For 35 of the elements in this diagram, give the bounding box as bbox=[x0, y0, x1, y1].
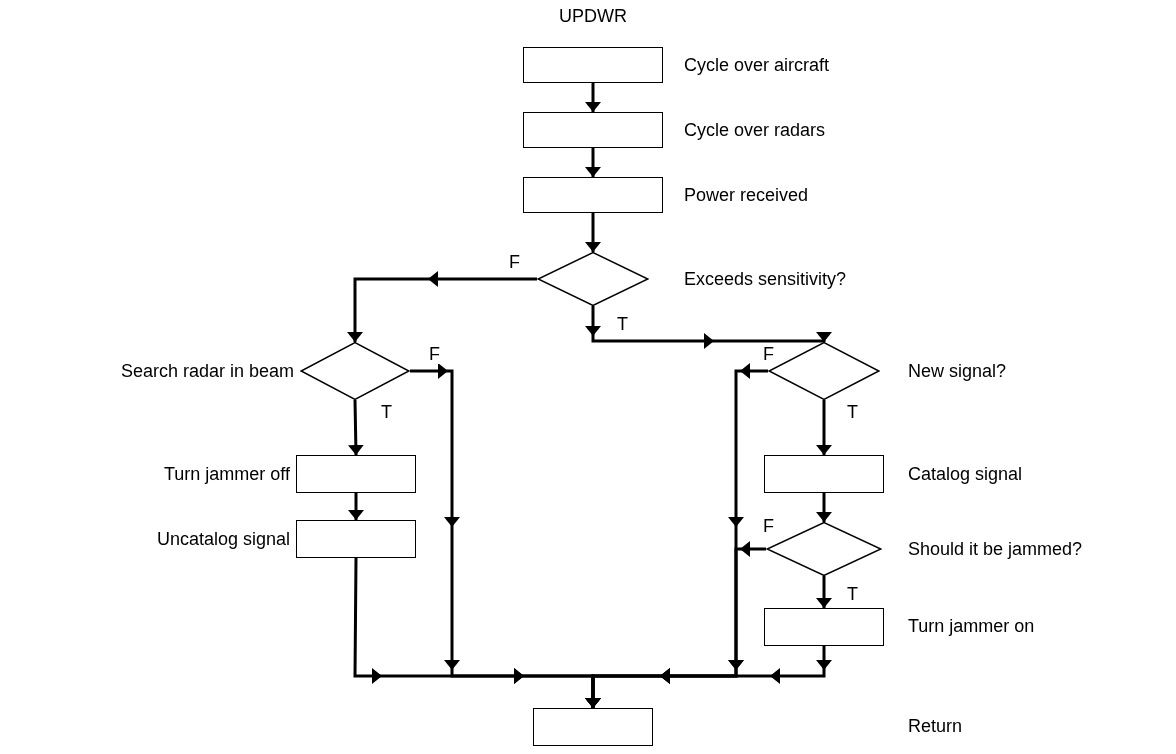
decision-diamond bbox=[537, 252, 649, 306]
process-box bbox=[533, 708, 653, 746]
step-label: Search radar in beam bbox=[120, 360, 294, 382]
step-label: Turn jammer on bbox=[908, 615, 1035, 637]
step-label: Exceeds sensitivity? bbox=[684, 268, 847, 290]
step-label: New signal? bbox=[908, 360, 1007, 382]
diagram-title: UPDWR bbox=[558, 6, 628, 27]
process-box bbox=[764, 608, 884, 646]
arrow bbox=[585, 306, 832, 349]
step-label: Return bbox=[908, 715, 963, 737]
arrow bbox=[585, 646, 832, 708]
process-box bbox=[523, 47, 663, 83]
arrow bbox=[347, 399, 364, 456]
arrow bbox=[347, 271, 537, 342]
step-label: Cycle over radars bbox=[684, 119, 826, 141]
decision-diamond bbox=[300, 342, 410, 400]
arrow bbox=[585, 83, 601, 112]
step-label: Turn jammer off bbox=[163, 463, 290, 485]
arrow bbox=[585, 148, 601, 177]
process-box bbox=[523, 112, 663, 148]
process-box bbox=[296, 455, 416, 493]
process-box bbox=[523, 177, 663, 213]
process-box bbox=[296, 520, 416, 558]
arrow bbox=[348, 493, 364, 520]
arrow bbox=[816, 576, 832, 608]
step-label: Catalog signal bbox=[908, 463, 1023, 485]
arrow bbox=[585, 213, 601, 252]
process-box bbox=[764, 455, 884, 493]
step-label: Cycle over aircraft bbox=[684, 54, 830, 76]
arrow bbox=[816, 400, 832, 455]
step-label: Uncatalog signal bbox=[156, 528, 290, 550]
edge-label: F bbox=[428, 344, 441, 364]
arrow bbox=[816, 493, 832, 522]
step-label: Should it be jammed? bbox=[908, 538, 1083, 560]
step-label: Power received bbox=[684, 184, 809, 206]
